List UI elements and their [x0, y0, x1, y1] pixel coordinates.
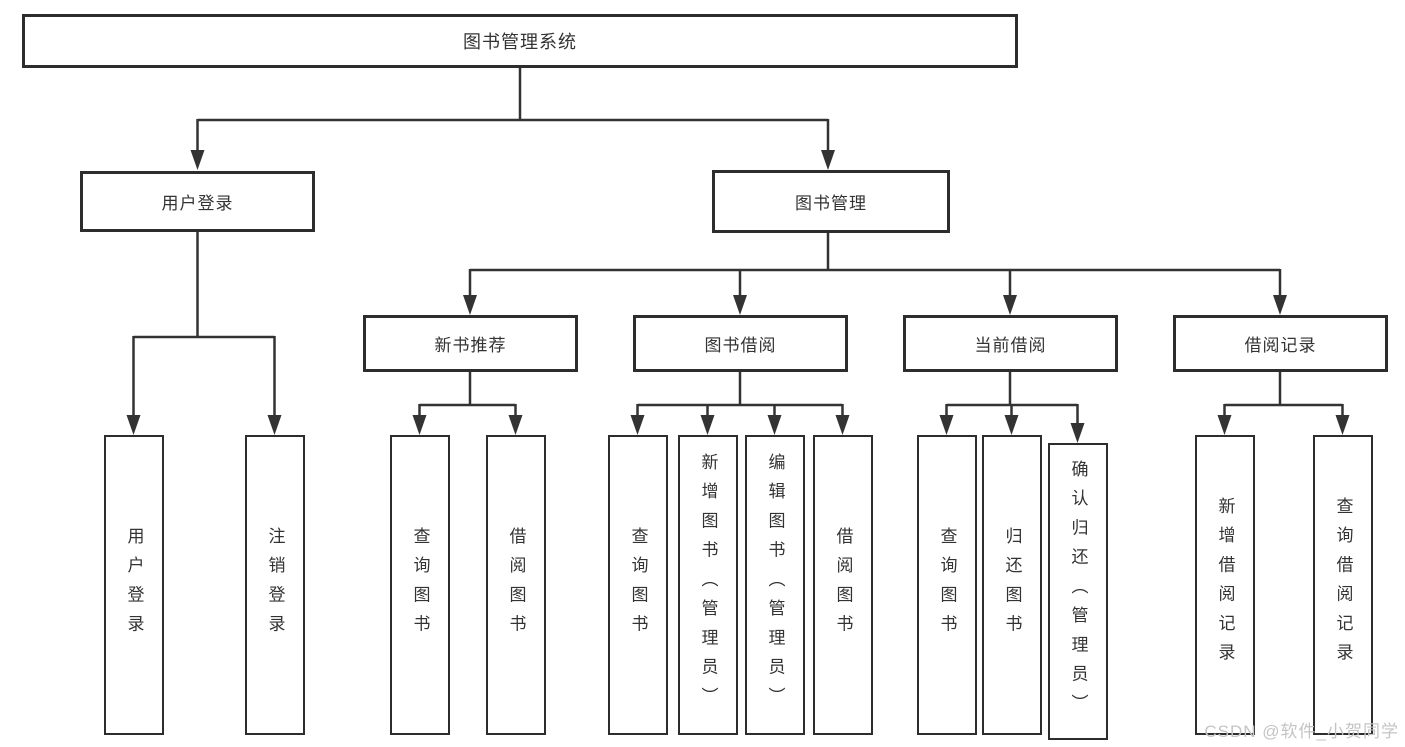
leaf-add-books-admin: 新增图书（管理员） [678, 435, 738, 735]
node-borrowing-records: 借阅记录 [1173, 315, 1388, 372]
leaf-return-books: 归还图书 [982, 435, 1042, 735]
leaf-confirm-return-admin: 确认归还（管理员） [1048, 443, 1108, 740]
leaf-add-borrow-record: 新增借阅记录 [1195, 435, 1255, 735]
leaf-user-login: 用户登录 [104, 435, 164, 735]
node-new-book-recommendation: 新书推荐 [363, 315, 578, 372]
leaf-edit-books-admin: 编辑图书（管理员） [745, 435, 805, 735]
node-user-login: 用户登录 [80, 171, 315, 232]
leaf-query-borrow-record: 查询借阅记录 [1313, 435, 1373, 735]
node-current-borrowing: 当前借阅 [903, 315, 1118, 372]
node-book-borrowing: 图书借阅 [633, 315, 848, 372]
leaf-logout: 注销登录 [245, 435, 305, 735]
leaf-recommend-borrow-books: 借阅图书 [486, 435, 546, 735]
leaf-borrow-books: 借阅图书 [813, 435, 873, 735]
leaf-borrow-query-books: 查询图书 [608, 435, 668, 735]
leaf-current-query-books: 查询图书 [917, 435, 977, 735]
node-library-management-system: 图书管理系统 [22, 14, 1018, 68]
leaf-recommend-query-books: 查询图书 [390, 435, 450, 735]
node-book-management: 图书管理 [712, 170, 950, 233]
